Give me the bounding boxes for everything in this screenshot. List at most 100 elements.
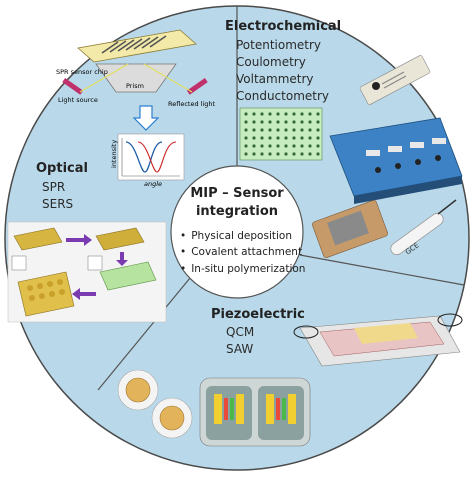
electrochemical-item-conductometry: Conductometry [236,89,330,103]
array-dot [244,128,248,132]
electrode-array-illustration [239,107,323,161]
au-island-film [95,227,145,251]
electrochemical-item-voltammetry: Voltammetry [236,72,314,86]
prism-label: Prism [126,82,144,90]
array-dot [276,128,280,132]
array-dot [316,152,320,156]
array-dot [292,144,296,148]
array-dot [284,136,288,140]
reflected-light-label: Reflected light [168,100,215,108]
optical-item-sers: SERS [42,197,74,211]
array-dot [244,152,248,156]
array-dot [252,136,256,140]
detector [186,78,208,95]
electrochemical-heading: Electrochemical [225,19,342,34]
electrochemical-item-coulometry: Coulometry [236,55,306,69]
array-dot [244,120,248,124]
array-dot [276,152,280,156]
electrochemical-item-potentiometry: Potentiometry [236,38,322,52]
inset-1 [11,255,27,271]
array-dot [268,112,272,116]
down-arrow-icon-2 [116,252,128,266]
array-dot [284,144,288,148]
incident-beam [79,63,129,93]
saw-device-illustration [293,313,463,367]
array-dot [268,128,272,132]
array-dot [300,152,304,156]
array-dot [260,144,264,148]
qcm-sensor-chip-illustration [199,377,311,447]
array-dot [284,128,288,132]
mip-film [99,261,157,291]
array-dot [300,120,304,124]
array-dot [276,144,280,148]
interdigitated-electrode-illustration [312,200,388,258]
method-covalent-attachment: Covalent attachment [180,244,305,260]
idt-right [437,313,463,327]
spr-chip-label: SPR sensor chip [56,68,108,76]
dip-curve-1 [125,141,163,173]
array-dot [276,112,280,116]
array-dot [316,144,320,148]
array-dot [300,144,304,148]
array-dot [292,120,296,124]
array-dot [244,136,248,140]
array-dot [252,144,256,148]
sers-schematic-illustration [7,221,167,323]
array-dot [268,152,272,156]
array-dot [308,120,312,124]
screen-printed-electrode-illustration [359,55,431,105]
array-dot [260,136,264,140]
array-dot [252,152,256,156]
intensity-label: intensity [110,140,118,168]
piezoelectric-item-saw: SAW [226,342,254,356]
light-source [62,78,84,95]
array-dot [308,112,312,116]
down-arrow-icon [132,105,160,131]
array-dot [308,144,312,148]
array-dot [308,136,312,140]
qcm-crystals-illustration [117,369,193,439]
divider-right [299,254,465,286]
angle-label: angle [144,180,162,188]
method-physical-deposition: Physical deposition [180,228,305,244]
array-dot [276,120,280,124]
array-dot [268,136,272,140]
idt-left [293,325,319,339]
left-arrow-icon [72,288,96,300]
array-dot [316,112,320,116]
array-dot [268,144,272,148]
light-source-label: Light source [58,96,98,104]
array-dot [284,120,288,124]
center-title-line2: integration [195,204,279,219]
array-dot [284,112,288,116]
spr-chip-stripes [101,35,167,54]
array-dot [300,112,304,116]
spr-setup-illustration [62,29,208,181]
array-dot [308,128,312,132]
array-dot [292,152,296,156]
array-dot [308,152,312,156]
array-dot [252,112,256,116]
array-dot [292,136,296,140]
reflected-beam [143,63,193,93]
array-dot [292,128,296,132]
array-dot [316,128,320,132]
array-dot [300,136,304,140]
array-dot [244,112,248,116]
array-dot [268,120,272,124]
array-dot [260,128,264,132]
inset-2 [87,255,103,271]
optical-item-spr: SPR [42,180,66,194]
divider-lower-left [97,277,191,391]
interdigitated-chip-illustration [329,117,463,204]
array-dot [284,152,288,156]
dip-curve-2 [137,141,177,173]
array-dot [260,112,264,116]
array-dot [316,120,320,124]
right-arrow-icon-1 [66,234,92,246]
glassy-carbon-electrode-illustration [390,199,457,256]
array-dot [260,120,264,124]
integration-methods-list: Physical deposition Covalent attachment … [180,228,305,277]
array-dot [316,136,320,140]
